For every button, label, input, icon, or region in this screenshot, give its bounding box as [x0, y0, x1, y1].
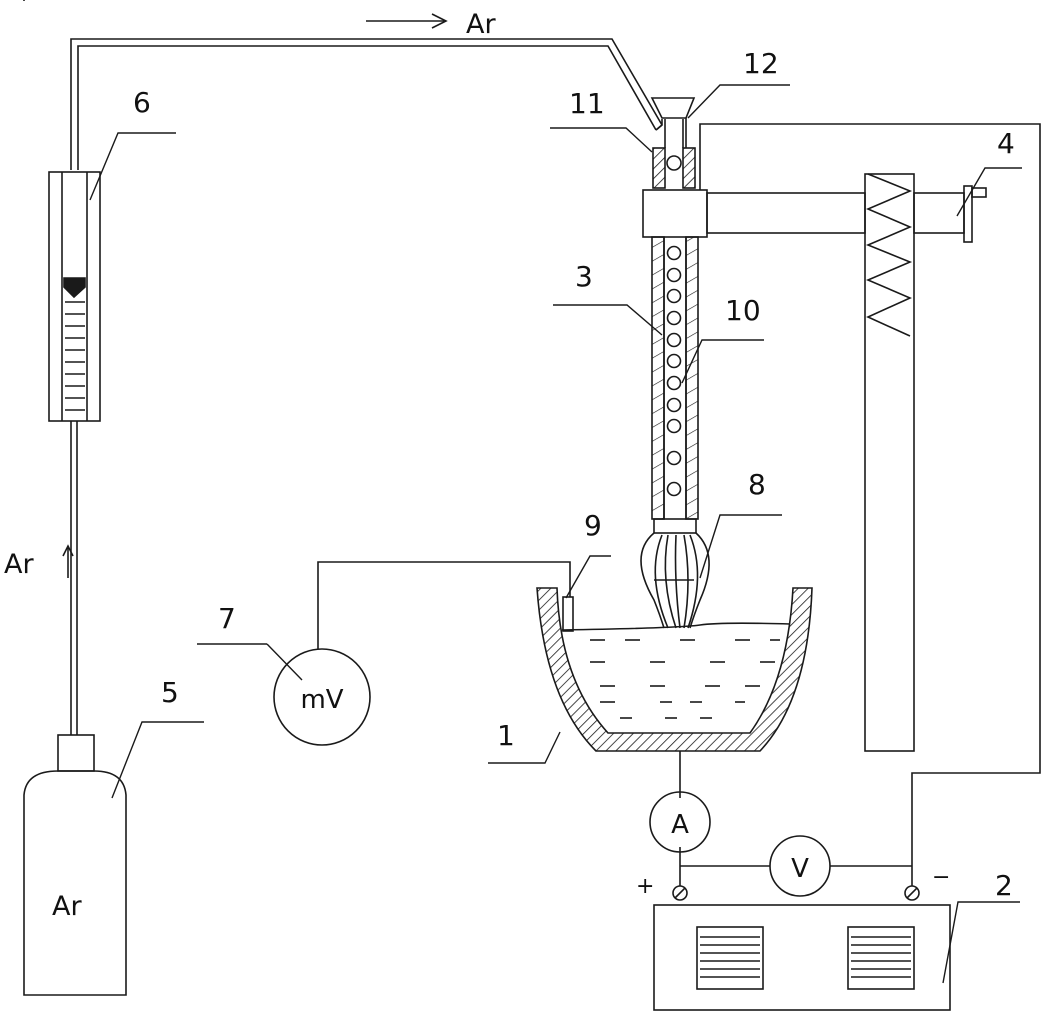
argon-gas-line — [70, 13, 663, 170]
supply-line-label: Ar — [4, 549, 34, 580]
terminals — [672, 885, 920, 901]
flowmeter — [48, 171, 101, 422]
callout-3: 3 — [575, 260, 593, 293]
negative-wire — [699, 123, 1041, 886]
ammeter — [649, 791, 711, 853]
power-supply — [653, 904, 951, 1011]
tube-holder — [652, 119, 696, 189]
cylinder-label: Ar — [52, 891, 82, 922]
millivoltmeter — [273, 648, 371, 746]
ammeter-label: A — [671, 810, 689, 840]
callout-7: 7 — [218, 602, 236, 635]
argon-cylinder — [23, 0, 127, 996]
voltmeter-label: V — [791, 854, 809, 884]
positive-terminal-label: + — [636, 874, 654, 899]
callout-2: 2 — [995, 869, 1013, 902]
callout-1: 1 — [497, 719, 515, 752]
argon-supply-line — [62, 421, 78, 735]
callout-10: 10 — [725, 294, 761, 327]
callout-5: 5 — [161, 676, 179, 709]
callout-9: 9 — [584, 509, 602, 542]
crucible — [536, 587, 813, 752]
callout-leaders — [89, 84, 1022, 984]
callout-6: 6 — [133, 86, 151, 119]
callout-4: 4 — [997, 127, 1015, 160]
callout-12: 12 — [743, 47, 779, 80]
lifting-handle — [913, 185, 987, 243]
callout-11: 11 — [569, 87, 605, 120]
electrode-tip — [640, 518, 710, 629]
probe-wire — [317, 561, 574, 649]
lifting-column — [864, 173, 915, 752]
negative-terminal-label: − — [932, 865, 950, 890]
callout-8: 8 — [748, 468, 766, 501]
electrode-clamp — [642, 189, 866, 238]
flow-direction-label: Ar — [466, 9, 496, 40]
voltmeter — [769, 835, 831, 897]
millivoltmeter-label: mV — [300, 685, 343, 715]
feed-funnel — [650, 97, 696, 148]
electrode-tube — [651, 236, 699, 520]
crucible-wire — [679, 751, 912, 886]
molten-bath — [561, 622, 791, 719]
